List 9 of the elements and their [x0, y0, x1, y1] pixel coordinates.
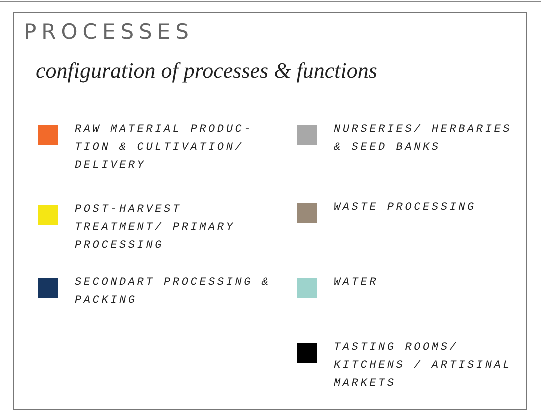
title: PROCESSES: [24, 20, 194, 44]
legend-label: TASTING ROOMS/ KITCHENS / ARTISINAL MARKETS: [334, 341, 514, 392]
legend-label: POST-HARVEST TREATMENT/ PRIMARY PROCESSING: [75, 203, 236, 254]
legend-label: WATER: [334, 276, 380, 291]
subtitle: configuration of processes & functions: [36, 58, 378, 84]
legend-label: SECONDART PROCESSING & PACKING: [75, 276, 272, 309]
legend-label: WASTE PROCESSING: [334, 201, 478, 216]
legend-label: NURSERIES/ HERBARIES & SEED BANKS: [334, 123, 514, 156]
legend-label: RAW MATERIAL PRODUC- TION & CULTIVATION/ DELIVERY: [75, 123, 254, 174]
